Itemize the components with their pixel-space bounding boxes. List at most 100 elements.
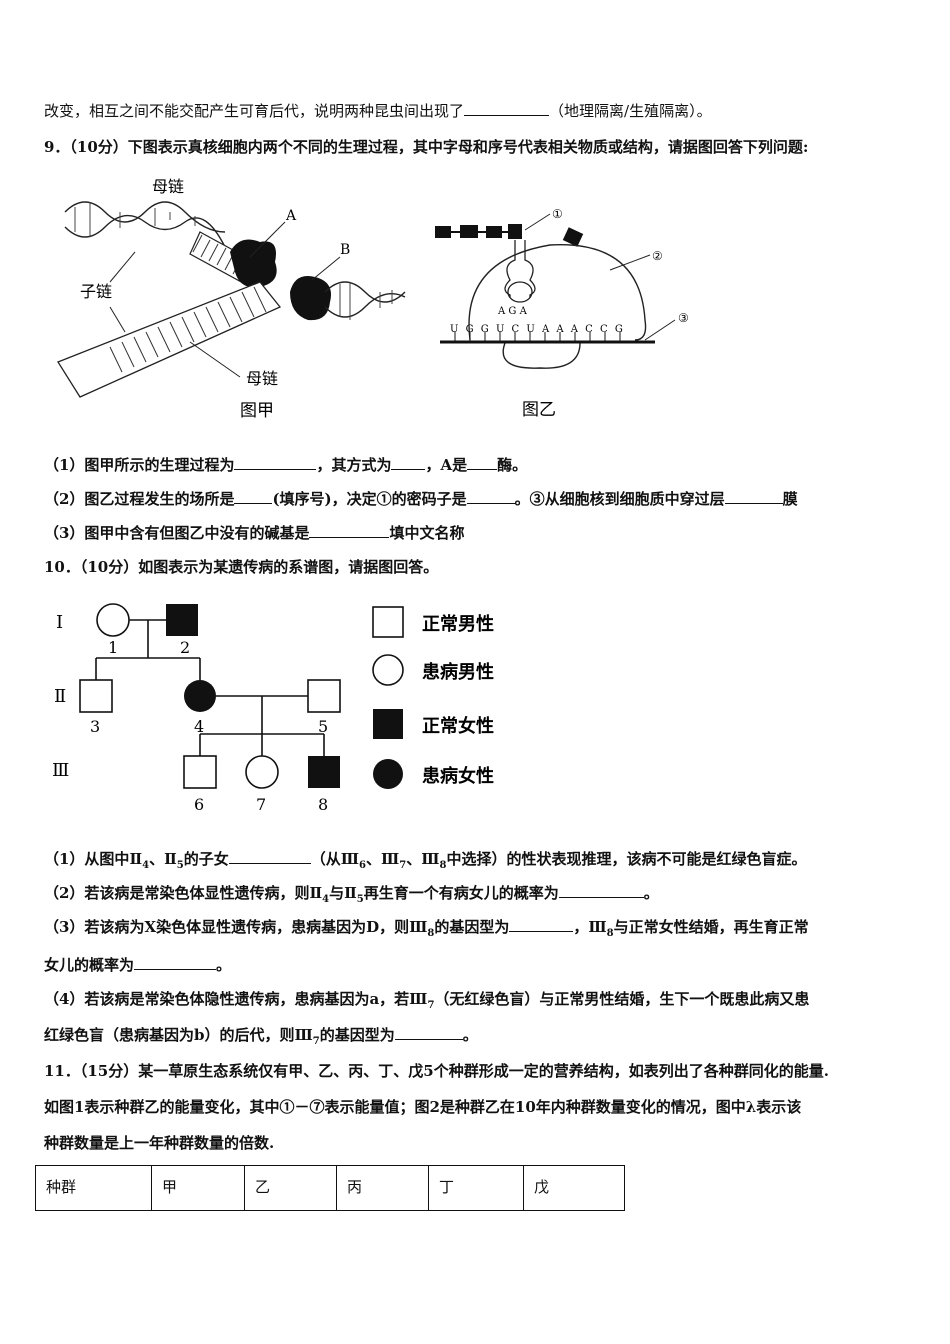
- q8-blank: [464, 101, 550, 116]
- q9-s2-d: 膜: [782, 490, 798, 508]
- legend-label-0: 正常男性: [422, 613, 494, 635]
- num-7: 7: [256, 795, 266, 814]
- q10-s2-sub2: 5: [356, 894, 364, 905]
- q9-s3-b: 填中文名称: [389, 524, 465, 542]
- q10-s4-b: （无红绿色盲）与正常男性结婚，生下一个既患此病又患: [434, 990, 810, 1008]
- table-cell: 丁: [428, 1165, 524, 1211]
- legend-square-open: [372, 606, 404, 638]
- q8-paren: （地理隔离/生殖隔离）。: [549, 102, 712, 120]
- q9-s3-blank: [309, 523, 390, 538]
- q10-s1-e: 、Ⅲ: [365, 850, 400, 868]
- q10-s2-sub1: 4: [322, 894, 330, 905]
- figure-jia-dna-replication: 母链 A B 子链 母链 图甲: [57, 177, 406, 421]
- table-cell: 戊: [523, 1165, 625, 1211]
- legend-circle-filled: [373, 759, 403, 789]
- label-circle-2: ②: [652, 249, 663, 263]
- q11-line-3: 种群数量是上一年种群数量的倍数.: [44, 1134, 275, 1152]
- q10-s3-blank: [509, 917, 574, 932]
- q10-s4b: 红绿色盲（患病基因为b）的后代，则Ⅲ7的基因型为。: [44, 1025, 478, 1052]
- q10-s1-sub1: 4: [142, 860, 150, 871]
- legend-label-2: 正常女性: [422, 715, 494, 737]
- q10-s3-a: （3）若该病为X染色体显性遗传病，患病基因为D，则Ⅲ: [44, 918, 428, 936]
- q10-s3-b: 的基因型为: [434, 918, 510, 936]
- q10-s1-d: （从Ⅲ: [310, 850, 359, 868]
- individual-II-5: [307, 679, 341, 713]
- q10-s3-sub1: 8: [427, 928, 435, 939]
- legend-label-3: 患病女性: [422, 765, 494, 787]
- q10-s2-d: 。: [643, 884, 659, 902]
- mrna-sequence-label: U G G U C U A A A C C G: [450, 324, 625, 335]
- num-3: 3: [90, 717, 100, 736]
- generation-III: Ⅲ: [52, 760, 69, 781]
- pedigree-legend: 正常男性 患病男性 正常女性 患病女性: [372, 606, 494, 789]
- table-cell: 甲: [151, 1165, 245, 1211]
- q10-s3-c: ，Ⅲ: [573, 918, 607, 936]
- q9-s2-blank1: [234, 489, 273, 504]
- individual-III-7: [245, 755, 279, 789]
- q10-s2: （2）若该病是常染色体显性遗传病，则Ⅱ4与Ⅱ5再生育一个有病女儿的概率为。: [44, 883, 659, 910]
- q9-s2-blank2: [466, 489, 515, 504]
- caption-yi: 图乙: [522, 400, 556, 420]
- q9-s1-c: ，A是: [425, 456, 468, 474]
- generation-II: Ⅱ: [54, 686, 66, 707]
- q10-s3b: 女儿的概率为 。: [44, 955, 231, 975]
- table-cell: 乙: [244, 1165, 337, 1211]
- label-mother-strand-top: 母链: [152, 177, 184, 196]
- q10-s2-a: （2）若该病是常染色体显性遗传病，则Ⅱ: [44, 884, 323, 902]
- table-cell: 种群: [35, 1165, 152, 1211]
- q9-s2-b: (填序号)，决定①的密码子是: [272, 490, 467, 508]
- q10-s1-b: 、Ⅱ: [149, 850, 177, 868]
- table-cell: 丙: [336, 1165, 429, 1211]
- q9-s1-blank1: [234, 455, 317, 470]
- q9-s1-b: ，其方式为: [316, 456, 392, 474]
- q10-s2-b: 与Ⅱ: [329, 884, 357, 902]
- q10-s3: （3）若该病为X染色体显性遗传病，患病基因为D，则Ⅲ8的基因型为，Ⅲ8与正常女性…: [44, 917, 809, 944]
- q9-s1-blank3: [467, 455, 498, 470]
- label-mother-strand-bottom: 母链: [246, 369, 278, 388]
- q9-s1: （1）图甲所示的生理过程为 ，其方式为 ，A是 酶。: [44, 455, 527, 475]
- q10-s1-sub2: 5: [176, 860, 184, 871]
- q10-s3b-a: 女儿的概率为: [44, 956, 135, 974]
- q9-s1-blank2: [391, 455, 426, 470]
- q8-tail-line: 改变，相互之间不能交配产生可育后代，说明两种昆虫间出现了 （地理隔离/生殖隔离）。: [44, 101, 712, 121]
- q10-s3-d: 与正常女性结婚，再生育正常: [613, 918, 809, 936]
- q11-line-1: 11．（15分）某一草原生态系统仅有甲、乙、丙、丁、戊5个种群形成一定的营养结构…: [44, 1062, 829, 1080]
- individual-III-6: [183, 755, 217, 789]
- q10-s1-sub3: 6: [358, 860, 366, 871]
- q9-s2-blank3: [724, 489, 783, 504]
- num-1: 1: [108, 638, 118, 657]
- q9-header: 9．（10分）下图表示真核细胞内两个不同的生理过程，其中字母和序号代表相关物质或…: [44, 138, 809, 156]
- q10-s3-sub2: 8: [606, 928, 614, 939]
- q10-s1-blank: [228, 849, 311, 864]
- q9-s3: （3）图甲中含有但图乙中没有的碱基是 填中文名称: [44, 523, 464, 543]
- q10-s1-f: 、Ⅲ: [406, 850, 440, 868]
- q10-s3b-b: 。: [216, 956, 232, 974]
- q10-s4b-a: 红绿色盲（患病基因为b）的后代，则Ⅲ: [44, 1026, 313, 1044]
- q10-s2-blank: [558, 883, 644, 898]
- q9-s2: （2）图乙过程发生的场所是(填序号)，决定①的密码子是。③从细胞核到细胞质中穿过…: [44, 489, 798, 509]
- q10-s4-a: （4）若该病是常染色体隐性遗传病，患病基因为a，若Ⅲ: [44, 990, 428, 1008]
- individual-III-8: [308, 756, 340, 788]
- num-6: 6: [194, 795, 204, 814]
- q9-s1-d: 酶。: [497, 456, 528, 474]
- individual-II-3: [79, 679, 113, 713]
- q8-tail-text: 改变，相互之间不能交配产生可育后代，说明两种昆虫间出现了: [44, 102, 465, 120]
- individual-I-1: [96, 603, 130, 637]
- q10-s1-sub5: 8: [439, 860, 447, 871]
- q10-s4: （4）若该病是常染色体隐性遗传病，患病基因为a，若Ⅲ7（无红绿色盲）与正常男性结…: [44, 989, 809, 1016]
- q10-s3b-blank: [134, 955, 217, 970]
- anticodon-label: A G A: [497, 306, 528, 317]
- population-table: 种群 甲 乙 丙 丁 戊: [35, 1165, 625, 1211]
- q11-line-2: 如图1表示种群乙的能量变化，其中①－⑦表示能量值；图2是种群乙在10年内种群数量…: [44, 1098, 802, 1116]
- individual-II-4: [184, 680, 216, 712]
- q9-s2-c: 。③从细胞核到细胞质中穿过层: [514, 490, 725, 508]
- individual-I-2: [166, 604, 198, 636]
- q9-s3-a: （3）图甲中含有但图乙中没有的碱基是: [44, 524, 310, 542]
- q10-s1-a: （1）从图中Ⅱ: [44, 850, 143, 868]
- q9-s1-a: （1）图甲所示的生理过程为: [44, 456, 235, 474]
- figure-yi-translation: A G A U G G U C U A A A C C G ① ② ③ 图乙: [435, 207, 689, 420]
- caption-jia: 图甲: [240, 401, 274, 421]
- q10-s4b-sub1: 7: [312, 1036, 320, 1047]
- label-A: A: [285, 208, 297, 224]
- legend-square-filled: [373, 709, 403, 739]
